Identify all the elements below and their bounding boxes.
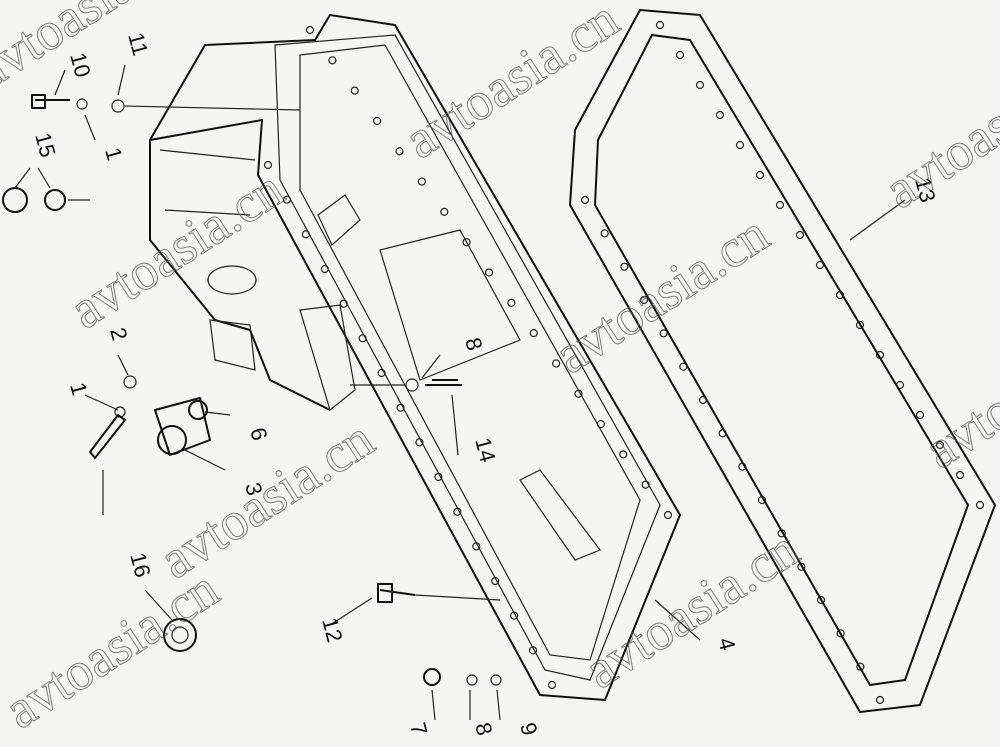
bolt-hole bbox=[797, 562, 806, 571]
watermark: avtoasia.cn bbox=[544, 203, 779, 385]
bolt-hole bbox=[547, 680, 557, 690]
bolt-hole bbox=[715, 110, 725, 120]
bolt-hole bbox=[282, 195, 292, 204]
bolt-hole bbox=[875, 350, 885, 360]
bolt-hole bbox=[339, 299, 348, 308]
bolt-hole bbox=[975, 500, 985, 510]
callout-11: 11 bbox=[123, 30, 153, 59]
bolt-hole bbox=[373, 116, 382, 126]
bolt-hole bbox=[795, 230, 805, 240]
bolt-hole bbox=[263, 160, 273, 170]
bolt-hole bbox=[875, 695, 885, 705]
bolt-hole bbox=[775, 200, 785, 210]
oil-pan bbox=[149, 14, 681, 701]
callout-7: 7 bbox=[405, 720, 432, 738]
bolt-hole bbox=[915, 410, 925, 420]
small-parts bbox=[2, 94, 502, 686]
bolt-hole bbox=[472, 542, 481, 551]
bolt-hole bbox=[698, 395, 708, 405]
bolt-hole bbox=[777, 529, 786, 538]
bolt-hole bbox=[484, 268, 494, 277]
gasket bbox=[569, 9, 996, 713]
bolt-hole bbox=[507, 298, 516, 307]
watermark: avtoasia.cn bbox=[574, 518, 809, 700]
bolt-hole bbox=[596, 419, 605, 429]
bolt-hole bbox=[440, 207, 449, 216]
bolt-hole bbox=[935, 440, 945, 450]
bolt-hole bbox=[552, 359, 561, 368]
bolt-hole bbox=[491, 576, 500, 586]
bolt-hole bbox=[328, 56, 337, 65]
bolt-hole bbox=[815, 260, 825, 270]
bolt-hole bbox=[619, 450, 628, 459]
bolt-hole bbox=[663, 510, 673, 520]
bolt-hole bbox=[377, 368, 386, 378]
bolt-hole bbox=[395, 147, 404, 156]
bolt-hole bbox=[955, 470, 965, 480]
bolt-hole bbox=[600, 229, 609, 238]
bolt-hole bbox=[735, 140, 745, 150]
bolt-hole bbox=[895, 380, 905, 390]
bolt-hole bbox=[718, 429, 727, 438]
callout-16: 16 bbox=[125, 550, 155, 580]
bolt-hole bbox=[835, 290, 845, 300]
bolt-hole bbox=[453, 507, 462, 516]
callout-8: 8 bbox=[460, 335, 487, 353]
callout-14: 14 bbox=[470, 435, 500, 465]
watermark: avtoasia.cn bbox=[0, 0, 199, 100]
callout-1: 1 bbox=[100, 145, 127, 163]
bolt-hole bbox=[659, 329, 668, 338]
bolt-hole bbox=[580, 195, 590, 205]
callout-15: 15 bbox=[30, 130, 60, 160]
watermark: avtoasia.cn bbox=[914, 298, 1000, 480]
leader-lines bbox=[14, 64, 906, 721]
bolt-hole bbox=[757, 495, 767, 505]
bolt-hole bbox=[434, 472, 443, 482]
callout-6: 6 bbox=[245, 425, 272, 443]
bolt-holes bbox=[263, 20, 985, 705]
bolt-hole bbox=[510, 611, 519, 620]
bolt-hole bbox=[301, 230, 310, 239]
callout-10: 10 bbox=[65, 50, 95, 80]
bolt-hole bbox=[641, 480, 650, 489]
callout-1b: 1 bbox=[65, 380, 92, 398]
bolt-hole bbox=[462, 238, 471, 247]
watermark: avtoasia.cn bbox=[0, 558, 229, 740]
bolt-hole bbox=[529, 329, 538, 338]
bolt-hole bbox=[679, 362, 688, 371]
bolt-hole bbox=[396, 403, 405, 412]
bolt-hole bbox=[574, 389, 583, 398]
bolt-hole bbox=[836, 629, 845, 638]
bolt-hole bbox=[415, 438, 424, 447]
bolt-hole bbox=[695, 80, 705, 90]
watermark: avtoasia.cn bbox=[874, 38, 1000, 220]
watermark: avtoasia.cn bbox=[59, 158, 294, 340]
bolt-hole bbox=[855, 320, 865, 330]
bolt-hole bbox=[305, 25, 315, 35]
bolt-hole bbox=[417, 177, 426, 186]
bolt-hole bbox=[655, 20, 665, 30]
callout-8b: 8 bbox=[470, 720, 497, 738]
bolt-hole bbox=[816, 595, 826, 605]
bolt-hole bbox=[675, 50, 685, 60]
bolt-hole bbox=[620, 262, 629, 271]
callout-12: 12 bbox=[317, 615, 347, 645]
callout-9: 9 bbox=[515, 720, 542, 738]
bolt-hole bbox=[755, 170, 765, 180]
bolt-hole bbox=[639, 295, 649, 305]
bolt-hole bbox=[856, 662, 865, 671]
callout-4: 4 bbox=[713, 635, 740, 653]
bolt-hole bbox=[350, 86, 359, 95]
bolt-hole bbox=[320, 264, 329, 274]
bolt-hole bbox=[738, 462, 747, 471]
bolt-hole bbox=[528, 646, 538, 655]
bolt-hole bbox=[358, 334, 367, 343]
